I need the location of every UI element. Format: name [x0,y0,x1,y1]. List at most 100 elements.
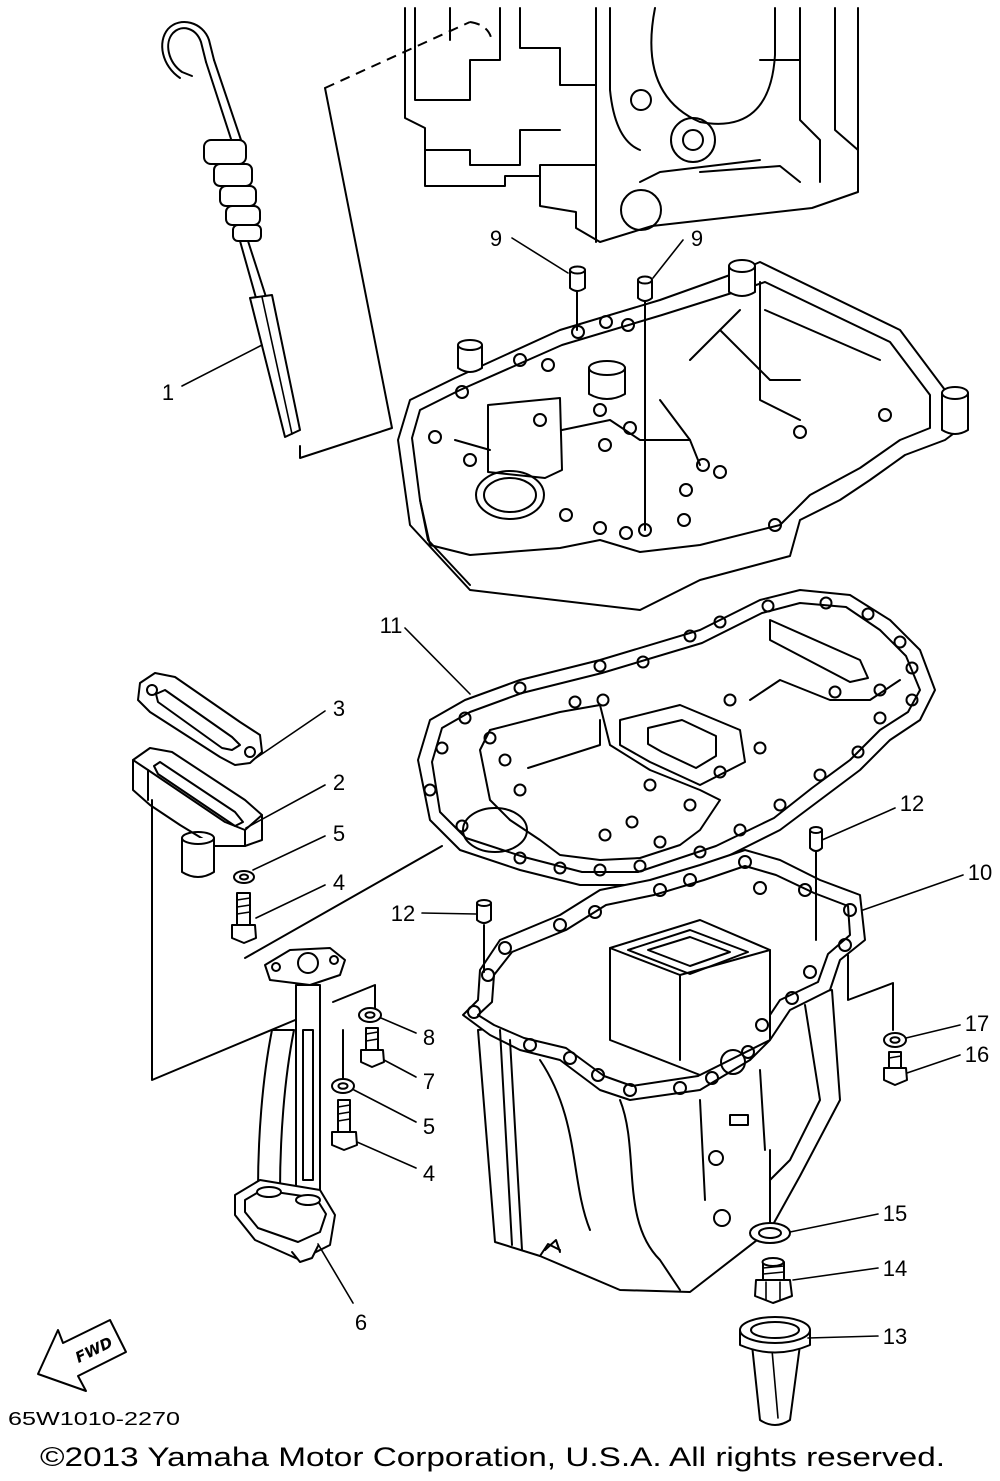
bolt-hole [463,453,477,467]
leader-line [383,1059,417,1078]
leader-line [906,1054,961,1074]
bolt-hole [838,938,852,952]
pipe-tube [295,984,321,1201]
leader-line [252,835,326,871]
cylinder-top [588,360,626,376]
bolt-hole [819,596,833,610]
oil-pan-tab [729,1114,749,1126]
bolt-hole [696,458,710,472]
gasket-ring-inner [758,1227,782,1239]
upper-plate [397,259,969,611]
bolt-hole [905,661,919,675]
leader-lines [181,237,964,1339]
leader-line [905,1024,961,1039]
flange-port [297,952,319,974]
small-gasket-slot [155,689,241,751]
projection-line [244,845,443,959]
washer [331,1078,355,1094]
bolt-hole [523,1038,537,1052]
bolt-thread [236,897,251,915]
bolt-hole [878,408,892,422]
cylinder-wall [728,265,756,297]
bolt [231,892,257,944]
bolt-hole [733,823,747,837]
block-edge [699,165,801,183]
drain-cap [739,1316,811,1426]
bolt-hole [455,819,469,833]
gasket-holes [423,596,919,877]
oil-pan-edge [544,1239,561,1253]
bolt-head [231,924,257,944]
bolt-hole [828,685,842,699]
oil-pan-boss [708,1150,724,1166]
block-port [620,189,662,231]
block-edge [539,164,597,177]
bolt-hole [905,693,919,707]
bolt-head [883,1067,908,1086]
flange-hole [329,955,339,965]
bolt-head [360,1049,385,1068]
block-edge [834,7,859,151]
pipe-tube [257,1029,295,1193]
bolt-hole [713,615,727,629]
bolt-hole [553,861,567,875]
cover-boss [181,837,215,878]
upper-plate-face [411,281,931,556]
bolt-hole [843,903,857,917]
callout-17: 17 [965,1011,989,1036]
engine-block [404,7,859,243]
callout-12-left: 12 [391,901,415,926]
callout-8: 8 [423,1025,435,1050]
bolt-hole [677,513,691,527]
dowel-pin [569,265,586,292]
cap-opening [750,1321,800,1339]
upper-plate-cylinder [941,386,969,435]
grommet-ring [213,163,253,187]
callout-12-right: 12 [900,791,924,816]
bolt-hole [625,815,639,829]
leader-line [862,874,964,911]
pin-body [637,279,653,302]
projection-line [299,87,393,459]
pin-body [569,269,586,292]
bolt-hole [683,873,697,887]
bolt-hole [643,778,657,792]
upper-plate-rib [659,309,741,441]
oil-pan-boss [713,1209,731,1227]
bolt-hole [861,607,875,621]
oil-pan-gasket [417,589,936,886]
bolt-hole [428,430,442,444]
dowel-pin [809,826,823,852]
block-edge [609,7,641,151]
bolt-hole [679,483,693,497]
bolt-hole [559,508,573,522]
gasket-cutout [479,704,721,861]
projection-line [527,719,601,769]
bolt [331,1099,358,1151]
grommet-ring [203,139,247,165]
block-bore-outline [650,7,776,125]
dowel-pin [476,899,492,924]
bolt-shank [888,1051,902,1069]
upper-plate-outline [397,261,966,611]
washer [233,870,255,884]
dipstick-blade-edge [261,296,293,435]
cover-slot [153,761,244,827]
bolt-hole [851,745,865,759]
bolt-hole [768,518,782,532]
callout-11: 11 [380,613,403,638]
washer-inner [364,1011,376,1019]
gasket-port-inner [647,719,717,769]
bolt [360,1027,385,1068]
leader-line [353,1089,417,1123]
pin-body [476,902,492,924]
oil-pan-holes [467,855,857,1097]
bolt-hole [653,883,667,897]
leader-line [255,710,326,759]
block-edge [639,159,761,183]
bolt-hole [435,741,449,755]
bolt-hole [623,1083,637,1097]
bolt-hole [593,521,607,535]
cylinder-top [728,259,756,273]
bolt-thread [888,1055,902,1059]
